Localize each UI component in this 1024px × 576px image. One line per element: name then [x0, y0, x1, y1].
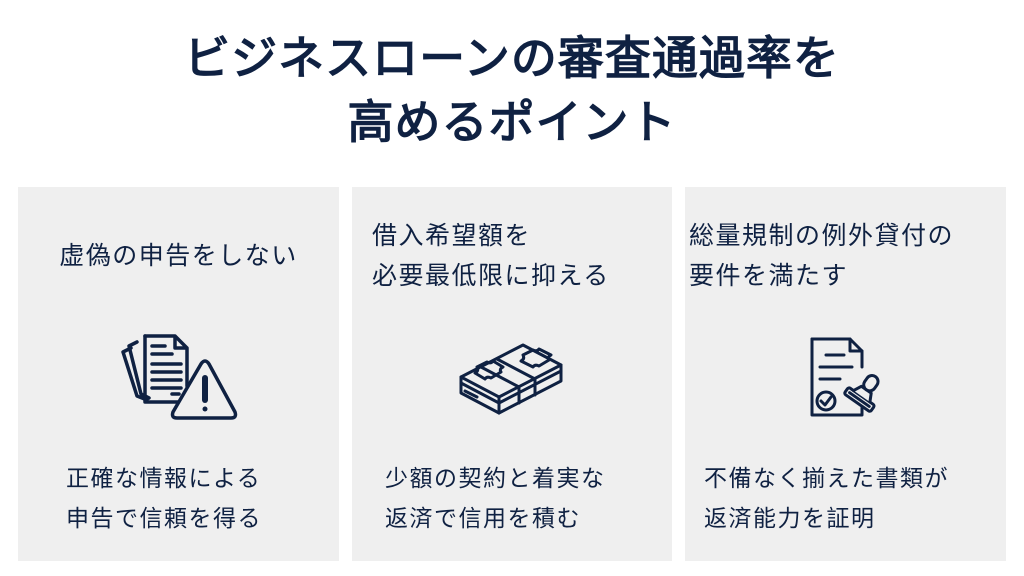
point-card-total-volume-exception: 総量規制の例外貸付の 要件を満たす 不備なく揃えた書類が 返済能力を証明: [685, 187, 1006, 561]
card-description: 正確な情報による 申告で信頼を得る: [18, 459, 339, 539]
card-heading-line-1: 総量規制の例外貸付の: [689, 221, 955, 250]
card-description-line-2: 返済で信用を積む: [385, 506, 581, 532]
card-description-line-2: 返済能力を証明: [704, 506, 876, 532]
card-description-line-1: 不備なく揃えた書類が: [704, 466, 949, 492]
card-heading-line-2: 必要最低限に抑える: [372, 261, 610, 290]
money-stack-icon: [352, 327, 672, 427]
card-description-line-1: 正確な情報による: [66, 466, 262, 492]
card-description-line-1: 少額の契約と着実な: [385, 466, 606, 492]
card-heading: 借入希望額を 必要最低限に抑える: [352, 213, 672, 299]
page-title-line-1: ビジネスローンの審査通過率を: [184, 31, 840, 85]
point-card-minimum-loan-amount: 借入希望額を 必要最低限に抑える 少額の契約と着実な 返済で信用を積む: [352, 187, 672, 561]
card-description: 不備なく揃えた書類が 返済能力を証明: [685, 459, 1006, 539]
page-title-line-2: 高めるポイント: [347, 95, 677, 149]
card-heading-line-2: 要件を満たす: [689, 261, 849, 290]
document-warning-icon: [18, 327, 339, 427]
page-title: ビジネスローンの審査通過率を 高めるポイント: [0, 26, 1024, 154]
point-card-no-false-declaration: 虚偽の申告をしない 正確な情報による 申告で信頼を得る: [18, 187, 339, 561]
card-heading-line-1: 借入希望額を: [372, 221, 532, 250]
card-heading: 虚偽の申告をしない: [18, 213, 339, 299]
card-description-line-2: 申告で信頼を得る: [66, 506, 262, 532]
card-heading: 総量規制の例外貸付の 要件を満たす: [685, 213, 1006, 299]
certified-document-stamp-icon: [685, 327, 1006, 427]
card-description: 少額の契約と着実な 返済で信用を積む: [352, 459, 672, 539]
card-heading-line-1: 虚偽の申告をしない: [59, 241, 298, 270]
